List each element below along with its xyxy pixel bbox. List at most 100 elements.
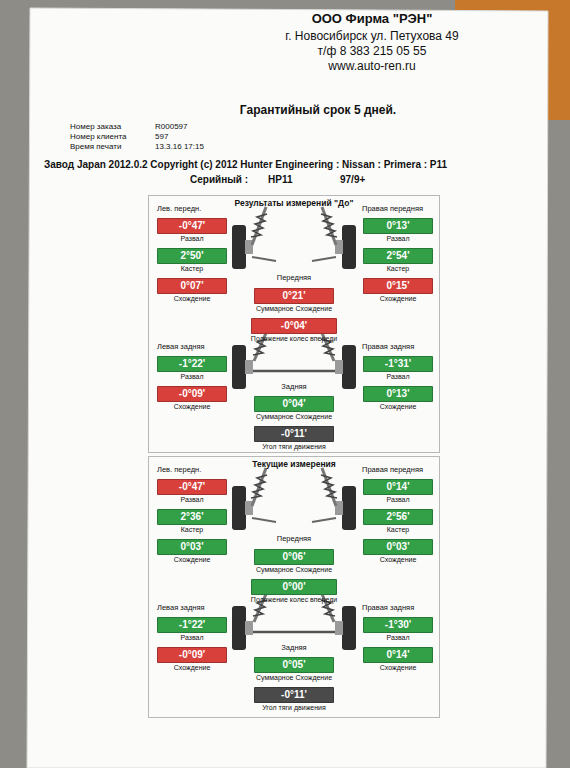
field-name: Номер клиента xyxy=(70,132,126,141)
value-caption: Схождение xyxy=(157,294,227,303)
value-caption: Кастер xyxy=(157,525,227,534)
measured-value: -1°30' xyxy=(363,617,433,633)
wheel-heading: Лев. передн. xyxy=(157,205,201,214)
measured-value: 0°06' xyxy=(254,549,334,565)
value-caption: Развал xyxy=(363,495,433,504)
phone: т/ф 8 383 215 05 55 xyxy=(318,45,427,59)
value-caption: Суммарное Схождение xyxy=(254,673,334,682)
warranty-note: Гарантийный срок 5 дней. xyxy=(240,104,396,118)
panel-title: Результаты измерений "До" xyxy=(149,198,439,208)
value-caption: Суммарное Схождение xyxy=(254,304,334,313)
measured-value: -0°04' xyxy=(251,318,337,334)
measured-value: 0°14' xyxy=(363,647,433,663)
measured-value: 2°50' xyxy=(157,248,227,264)
measured-value: 0°04' xyxy=(254,396,334,412)
value-caption: Развал xyxy=(363,633,433,642)
value-caption: Угол тяги движения xyxy=(254,442,334,451)
value-box: 2°56'Кастер xyxy=(363,509,433,534)
field-name: Серийный : xyxy=(190,174,248,186)
field-value: 597 xyxy=(155,132,168,141)
value-caption: Схождение xyxy=(157,555,227,564)
measured-value: 0°13' xyxy=(363,386,433,402)
value-box: 0°03'Схождение xyxy=(363,539,433,564)
value-caption: Кастер xyxy=(157,264,227,273)
value-box: -0°04'Положение колес впереди xyxy=(251,318,337,343)
value-box: -1°22'Развал xyxy=(157,617,227,642)
wheel-heading: Лев. передн. xyxy=(157,466,201,475)
value-caption: Кастер xyxy=(363,264,433,273)
value-box: 0°15'Схождение xyxy=(363,278,433,303)
value-box: -0°09'Схождение xyxy=(157,386,227,411)
value-caption: Схождение xyxy=(363,402,433,411)
measured-value: 0°03' xyxy=(157,539,227,555)
value-box: -0°11'Угол тяги движения xyxy=(254,426,334,451)
value-box: -0°47'Развал xyxy=(157,479,227,504)
wheel-heading: Правая задняя xyxy=(362,343,414,352)
wheel-heading: Правая передняя xyxy=(362,205,423,214)
measured-value: 0°15' xyxy=(363,278,433,294)
value-box: -0°47'Развал xyxy=(157,218,227,243)
company-name: ООО Фирма "РЭН" xyxy=(312,12,433,27)
measured-value: 0°03' xyxy=(363,539,433,555)
value-box: 0°13'Схождение xyxy=(363,386,433,411)
value-box: -1°22'Развал xyxy=(157,356,227,381)
value-caption: Схождение xyxy=(363,555,433,564)
value-caption: Суммарное Схождение xyxy=(254,412,334,421)
measured-value: -1°22' xyxy=(157,356,227,372)
field-value: 97/9+ xyxy=(340,174,365,186)
wheel-heading: Левая задняя xyxy=(157,604,205,613)
value-box: 2°50'Кастер xyxy=(157,248,227,273)
address: г. Новосибирск ул. Петухова 49 xyxy=(285,30,458,44)
value-caption: Суммарное Схождение xyxy=(254,565,334,574)
field-name: Время печати xyxy=(70,142,121,151)
value-caption: Схождение xyxy=(363,294,433,303)
value-box: 0°05'Суммарное Схождение xyxy=(254,657,334,682)
value-box: 0°13'Развал xyxy=(363,218,433,243)
axle-heading: Задняя xyxy=(281,644,306,653)
value-box: 0°03'Схождение xyxy=(157,539,227,564)
axle-heading: Передняя xyxy=(277,535,311,544)
measured-value: -0°09' xyxy=(157,386,227,402)
measured-value: -0°47' xyxy=(157,479,227,495)
measured-value: 0°21' xyxy=(254,288,334,304)
value-caption: Развал xyxy=(157,633,227,642)
axle-heading: Передняя xyxy=(277,274,311,283)
wheel-heading: Правая передняя xyxy=(362,466,423,475)
measured-value: -0°09' xyxy=(157,647,227,663)
value-box: 0°06'Суммарное Схождение xyxy=(254,549,334,574)
wheel-heading: Левая задняя xyxy=(157,343,205,352)
value-caption: Развал xyxy=(157,234,227,243)
value-box: 0°14'Схождение xyxy=(363,647,433,672)
field-value: 13.3.16 17:15 xyxy=(155,142,204,151)
value-box: -1°30'Развал xyxy=(363,617,433,642)
field-name: Номер заказа xyxy=(70,122,121,131)
measured-value: 0°05' xyxy=(254,657,334,673)
value-box: 2°36'Кастер xyxy=(157,509,227,534)
measured-value: -1°22' xyxy=(157,617,227,633)
website: www.auto-ren.ru xyxy=(328,60,415,74)
value-caption: Положение колес впереди xyxy=(251,334,337,343)
measured-value: 2°36' xyxy=(157,509,227,525)
field-value: R000597 xyxy=(155,122,187,131)
value-caption: Развал xyxy=(157,372,227,381)
field-value: HP11 xyxy=(268,174,292,186)
value-box: -0°09'Схождение xyxy=(157,647,227,672)
measured-value: 0°07' xyxy=(157,278,227,294)
panel-title: Текущие измерения xyxy=(149,459,439,469)
measured-value: -0°11' xyxy=(254,426,334,442)
value-box: 0°07'Схождение xyxy=(157,278,227,303)
value-box: 0°04'Суммарное Схождение xyxy=(254,396,334,421)
measured-value: -0°47' xyxy=(157,218,227,234)
value-box: 0°14'Развал xyxy=(363,479,433,504)
measured-value: -0°11' xyxy=(254,687,334,703)
measured-value: -1°31' xyxy=(363,356,433,372)
value-box: -1°31'Развал xyxy=(363,356,433,381)
value-box: -0°11'Угол тяги движения xyxy=(254,687,334,712)
value-caption: Схождение xyxy=(157,663,227,672)
value-box: 2°54'Кастер xyxy=(363,248,433,273)
value-box: 0°21'Суммарное Схождение xyxy=(254,288,334,313)
vehicle-spec: Завод Japan 2012.0.2 Copyright (c) 2012 … xyxy=(44,159,447,171)
value-caption: Развал xyxy=(363,234,433,243)
value-caption: Схождение xyxy=(157,402,227,411)
value-caption: Схождение xyxy=(363,663,433,672)
